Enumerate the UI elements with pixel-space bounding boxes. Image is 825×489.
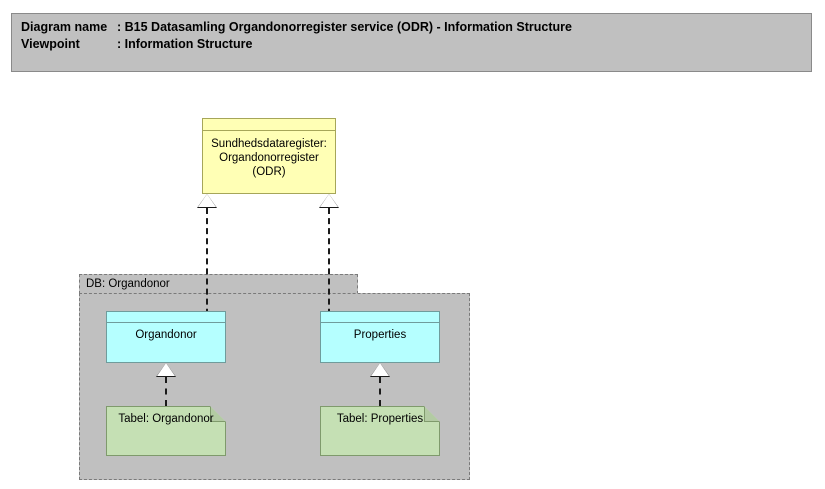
connector-organdonor-to-odr	[197, 194, 217, 355]
node-tabel-properties[interactable]: Tabel: Properties	[320, 406, 440, 456]
connector-tabel-properties-to-properties	[370, 363, 390, 406]
diagram-name-label: Diagram name	[21, 20, 108, 34]
node-properties-label: Properties	[353, 329, 407, 341]
viewpoint-line: Viewpoint: Information Structure	[21, 36, 811, 53]
viewpoint-separator: :	[117, 37, 125, 51]
viewpoint-label: Viewpoint	[21, 37, 80, 51]
connector-dashed-line	[379, 377, 381, 406]
node-tabel-properties-label: Tabel: Properties	[336, 413, 424, 425]
node-sundhedsdataregister-odr[interactable]: Sundhedsdataregister: Organdonorregister…	[202, 118, 336, 194]
node-tabel-organdonor-label: Tabel: Organdonor	[118, 413, 214, 425]
node-compartment-bar	[107, 312, 225, 323]
group-db-organdonor-label: DB: Organdonor	[86, 278, 170, 290]
diagram-name-separator: :	[117, 20, 125, 34]
connector-dashed-line	[165, 377, 167, 406]
diagram-name-line: Diagram name: B15 Datasamling Organdonor…	[21, 19, 811, 36]
realization-arrowhead-fill-icon	[320, 194, 338, 207]
node-compartment-bar	[203, 119, 335, 131]
connector-tabel-organdonor-to-organdonor	[156, 363, 176, 406]
connector-dashed-line	[328, 208, 330, 355]
viewpoint-value: Information Structure	[124, 37, 253, 51]
node-tabel-organdonor[interactable]: Tabel: Organdonor	[106, 406, 226, 456]
node-organdonor[interactable]: Organdonor	[106, 311, 226, 363]
node-organdonor-label: Organdonor	[135, 329, 197, 341]
realization-arrowhead-fill-icon	[371, 363, 389, 376]
realization-arrowhead-fill-icon	[198, 194, 216, 207]
node-compartment-bar	[321, 312, 439, 323]
group-db-organdonor-tab: DB: Organdonor	[79, 274, 358, 294]
connector-dashed-line	[206, 208, 208, 355]
diagram-header-banner: Diagram name: B15 Datasamling Organdonor…	[11, 13, 812, 72]
realization-arrowhead-fill-icon	[157, 363, 175, 376]
node-properties[interactable]: Properties	[320, 311, 440, 363]
diagram-canvas: DB: Organdonor Sundhedsdataregister: Org…	[0, 72, 825, 489]
diagram-name-value: B15 Datasamling Organdonorregister servi…	[124, 20, 572, 34]
connector-properties-to-odr	[319, 194, 339, 355]
document-shape	[106, 406, 226, 456]
node-sundhedsdataregister-odr-label: Sundhedsdataregister: Organdonorregister…	[211, 138, 327, 178]
document-shape	[320, 406, 440, 456]
